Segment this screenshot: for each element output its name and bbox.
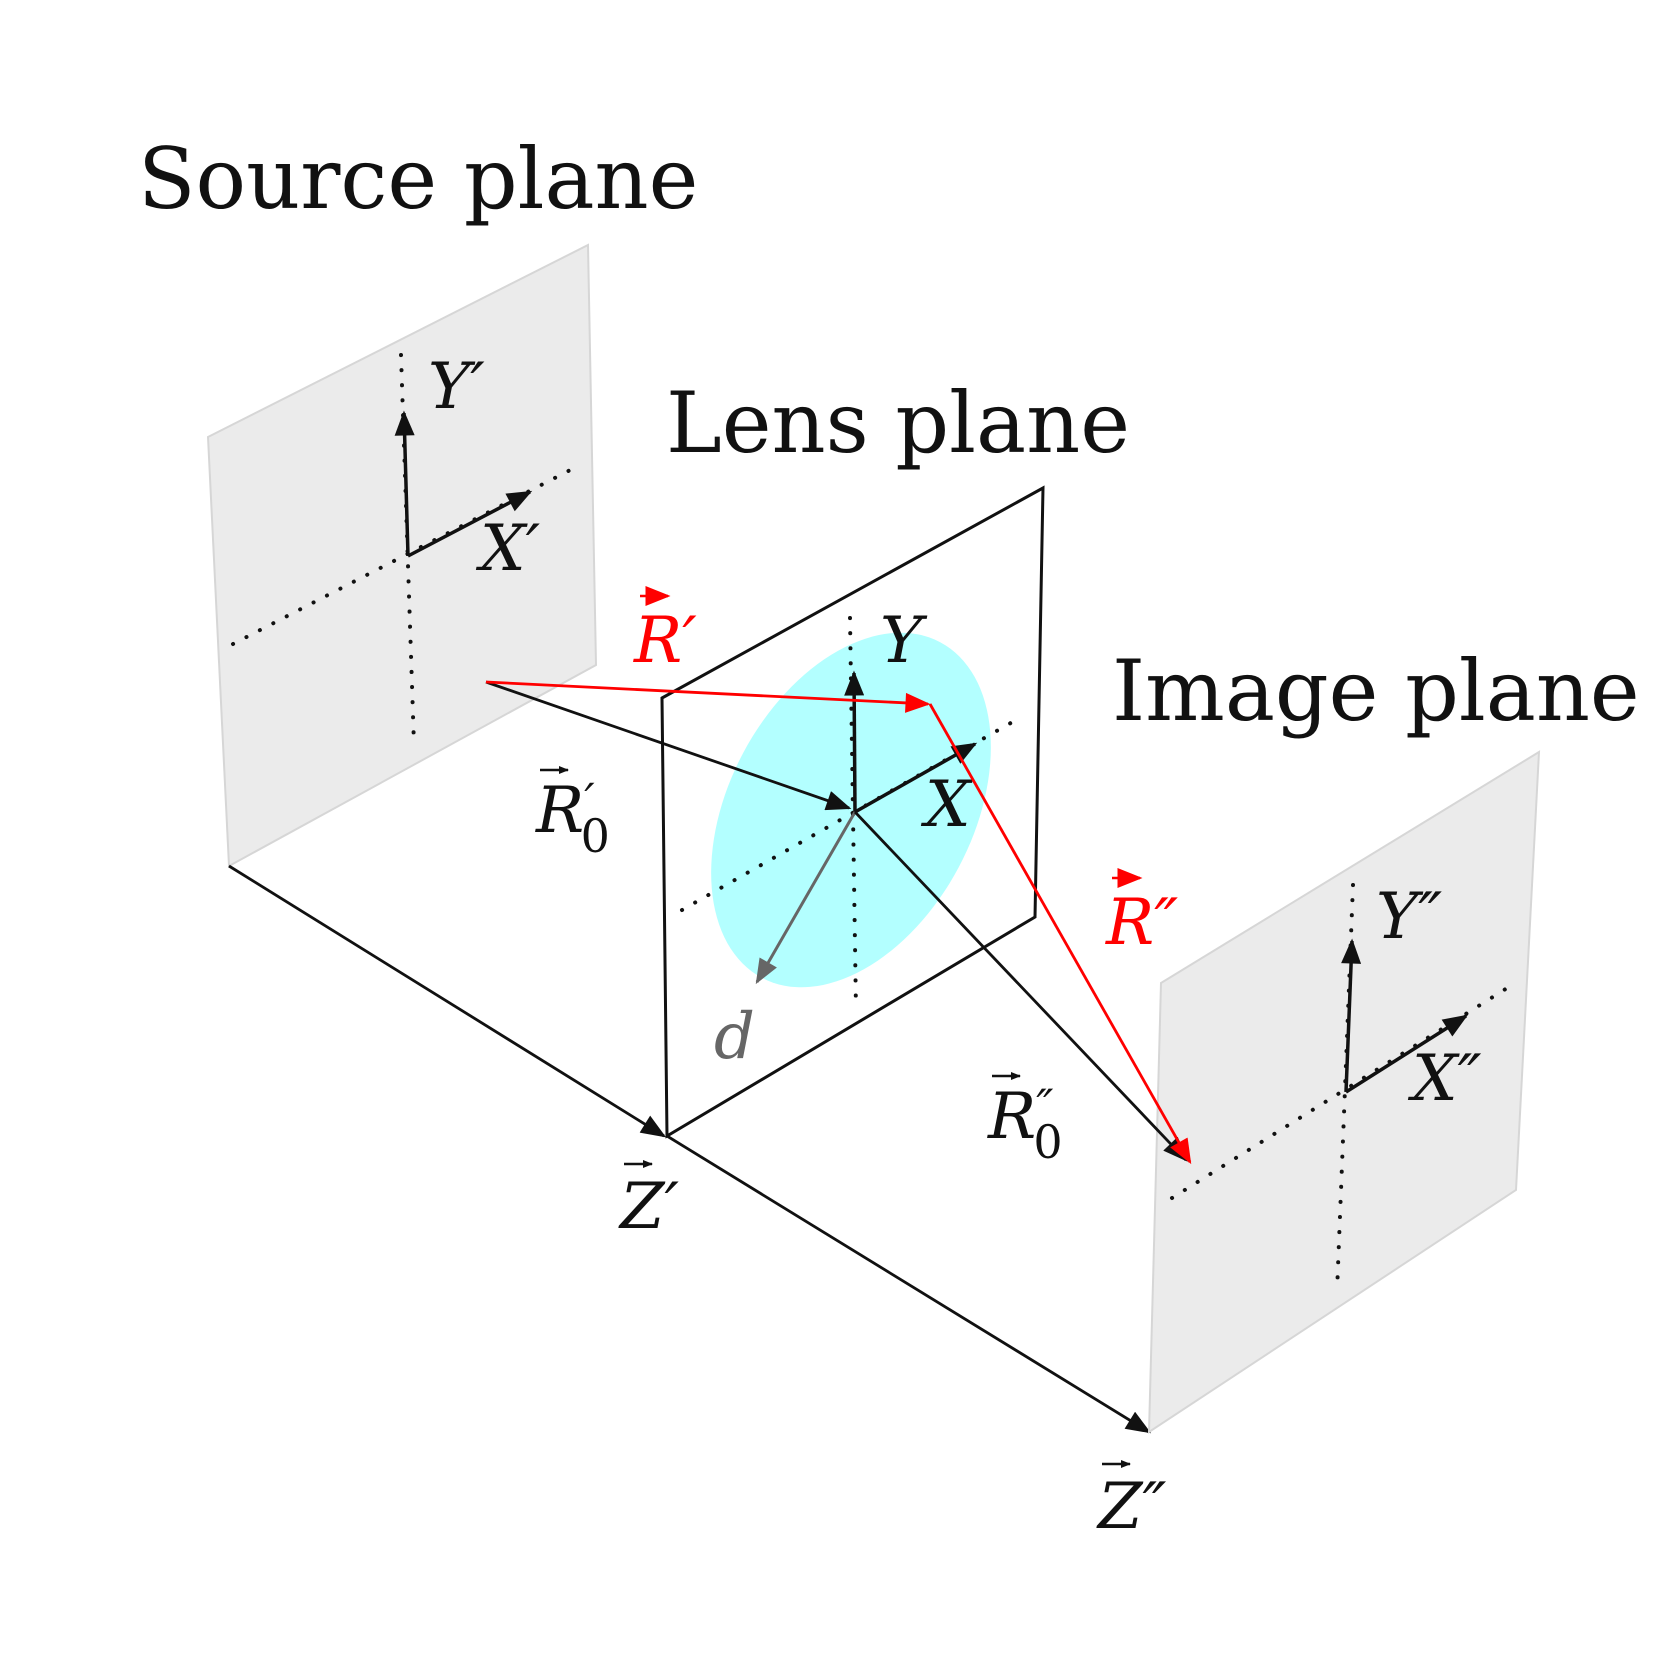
svg-text:R′0: R′0 — [535, 773, 610, 863]
lens-plane-x-axis-dotted — [680, 714, 1025, 912]
lens-plane-title: Lens plane — [666, 374, 1130, 472]
source-plane-surface — [206, 243, 598, 868]
lens-x-label: X — [920, 768, 973, 842]
image-plane-x-axis-arrow — [1345, 1014, 1469, 1094]
distance-d-label: d — [714, 1000, 755, 1074]
r0-dprime-vector — [853, 811, 1188, 1162]
image-y-label: Y″ — [1376, 880, 1442, 954]
r0-dprime-label: R″0 — [987, 1072, 1063, 1169]
r0-prime-vector — [485, 680, 852, 811]
lens-plane-y-axis-arrow — [844, 670, 865, 813]
image-plane-title: Image plane — [1112, 642, 1640, 740]
source-plane-y-axis-arrow — [394, 410, 415, 557]
r0-prime-mark: ′ — [584, 773, 595, 827]
lens-plane: Y X d — [660, 485, 1045, 1139]
svg-text:R″0: R″0 — [987, 1079, 1063, 1169]
r-dprime-text: R″ — [1105, 886, 1178, 960]
source-plane: Y′ X′ — [206, 243, 598, 868]
lens-plane-x-axis-arrow — [854, 742, 978, 814]
image-plane-y-axis-arrow — [1341, 938, 1362, 1093]
z-dprime-label: Z″ — [1096, 1470, 1166, 1544]
image-plane-surface — [1147, 750, 1541, 1434]
image-x-label: X″ — [1407, 1042, 1482, 1116]
lens-y-label: Y — [880, 604, 928, 678]
r-prime-text: R′ — [633, 604, 697, 678]
r0-prime-label: R′0 — [535, 766, 610, 863]
r0-prime-letter: R — [535, 774, 584, 848]
source-x-label: X′ — [475, 512, 541, 586]
lens-distance-arrow — [755, 811, 857, 985]
r-prime-vector — [485, 680, 931, 713]
r0-dprime-letter: R — [987, 1080, 1036, 1154]
r0-dprime-sub: 0 — [1033, 1115, 1062, 1169]
r-dprime-vector — [928, 703, 1192, 1165]
source-plane-x-axis-arrow — [407, 490, 533, 558]
r0-prime-sub: 0 — [581, 809, 610, 863]
r-prime-label: R′ — [633, 586, 697, 678]
z-dprime-axis — [666, 1134, 1152, 1434]
image-plane: Y″ X″ — [1147, 750, 1541, 1434]
r-dprime-label: R″ — [1105, 868, 1178, 960]
z-prime-label: Z′ — [618, 1170, 679, 1244]
r0-dprime-mark: ″ — [1036, 1079, 1053, 1133]
source-y-label: Y′ — [428, 350, 485, 424]
z-prime-axis — [228, 864, 667, 1138]
source-plane-title: Source plane — [138, 130, 698, 228]
